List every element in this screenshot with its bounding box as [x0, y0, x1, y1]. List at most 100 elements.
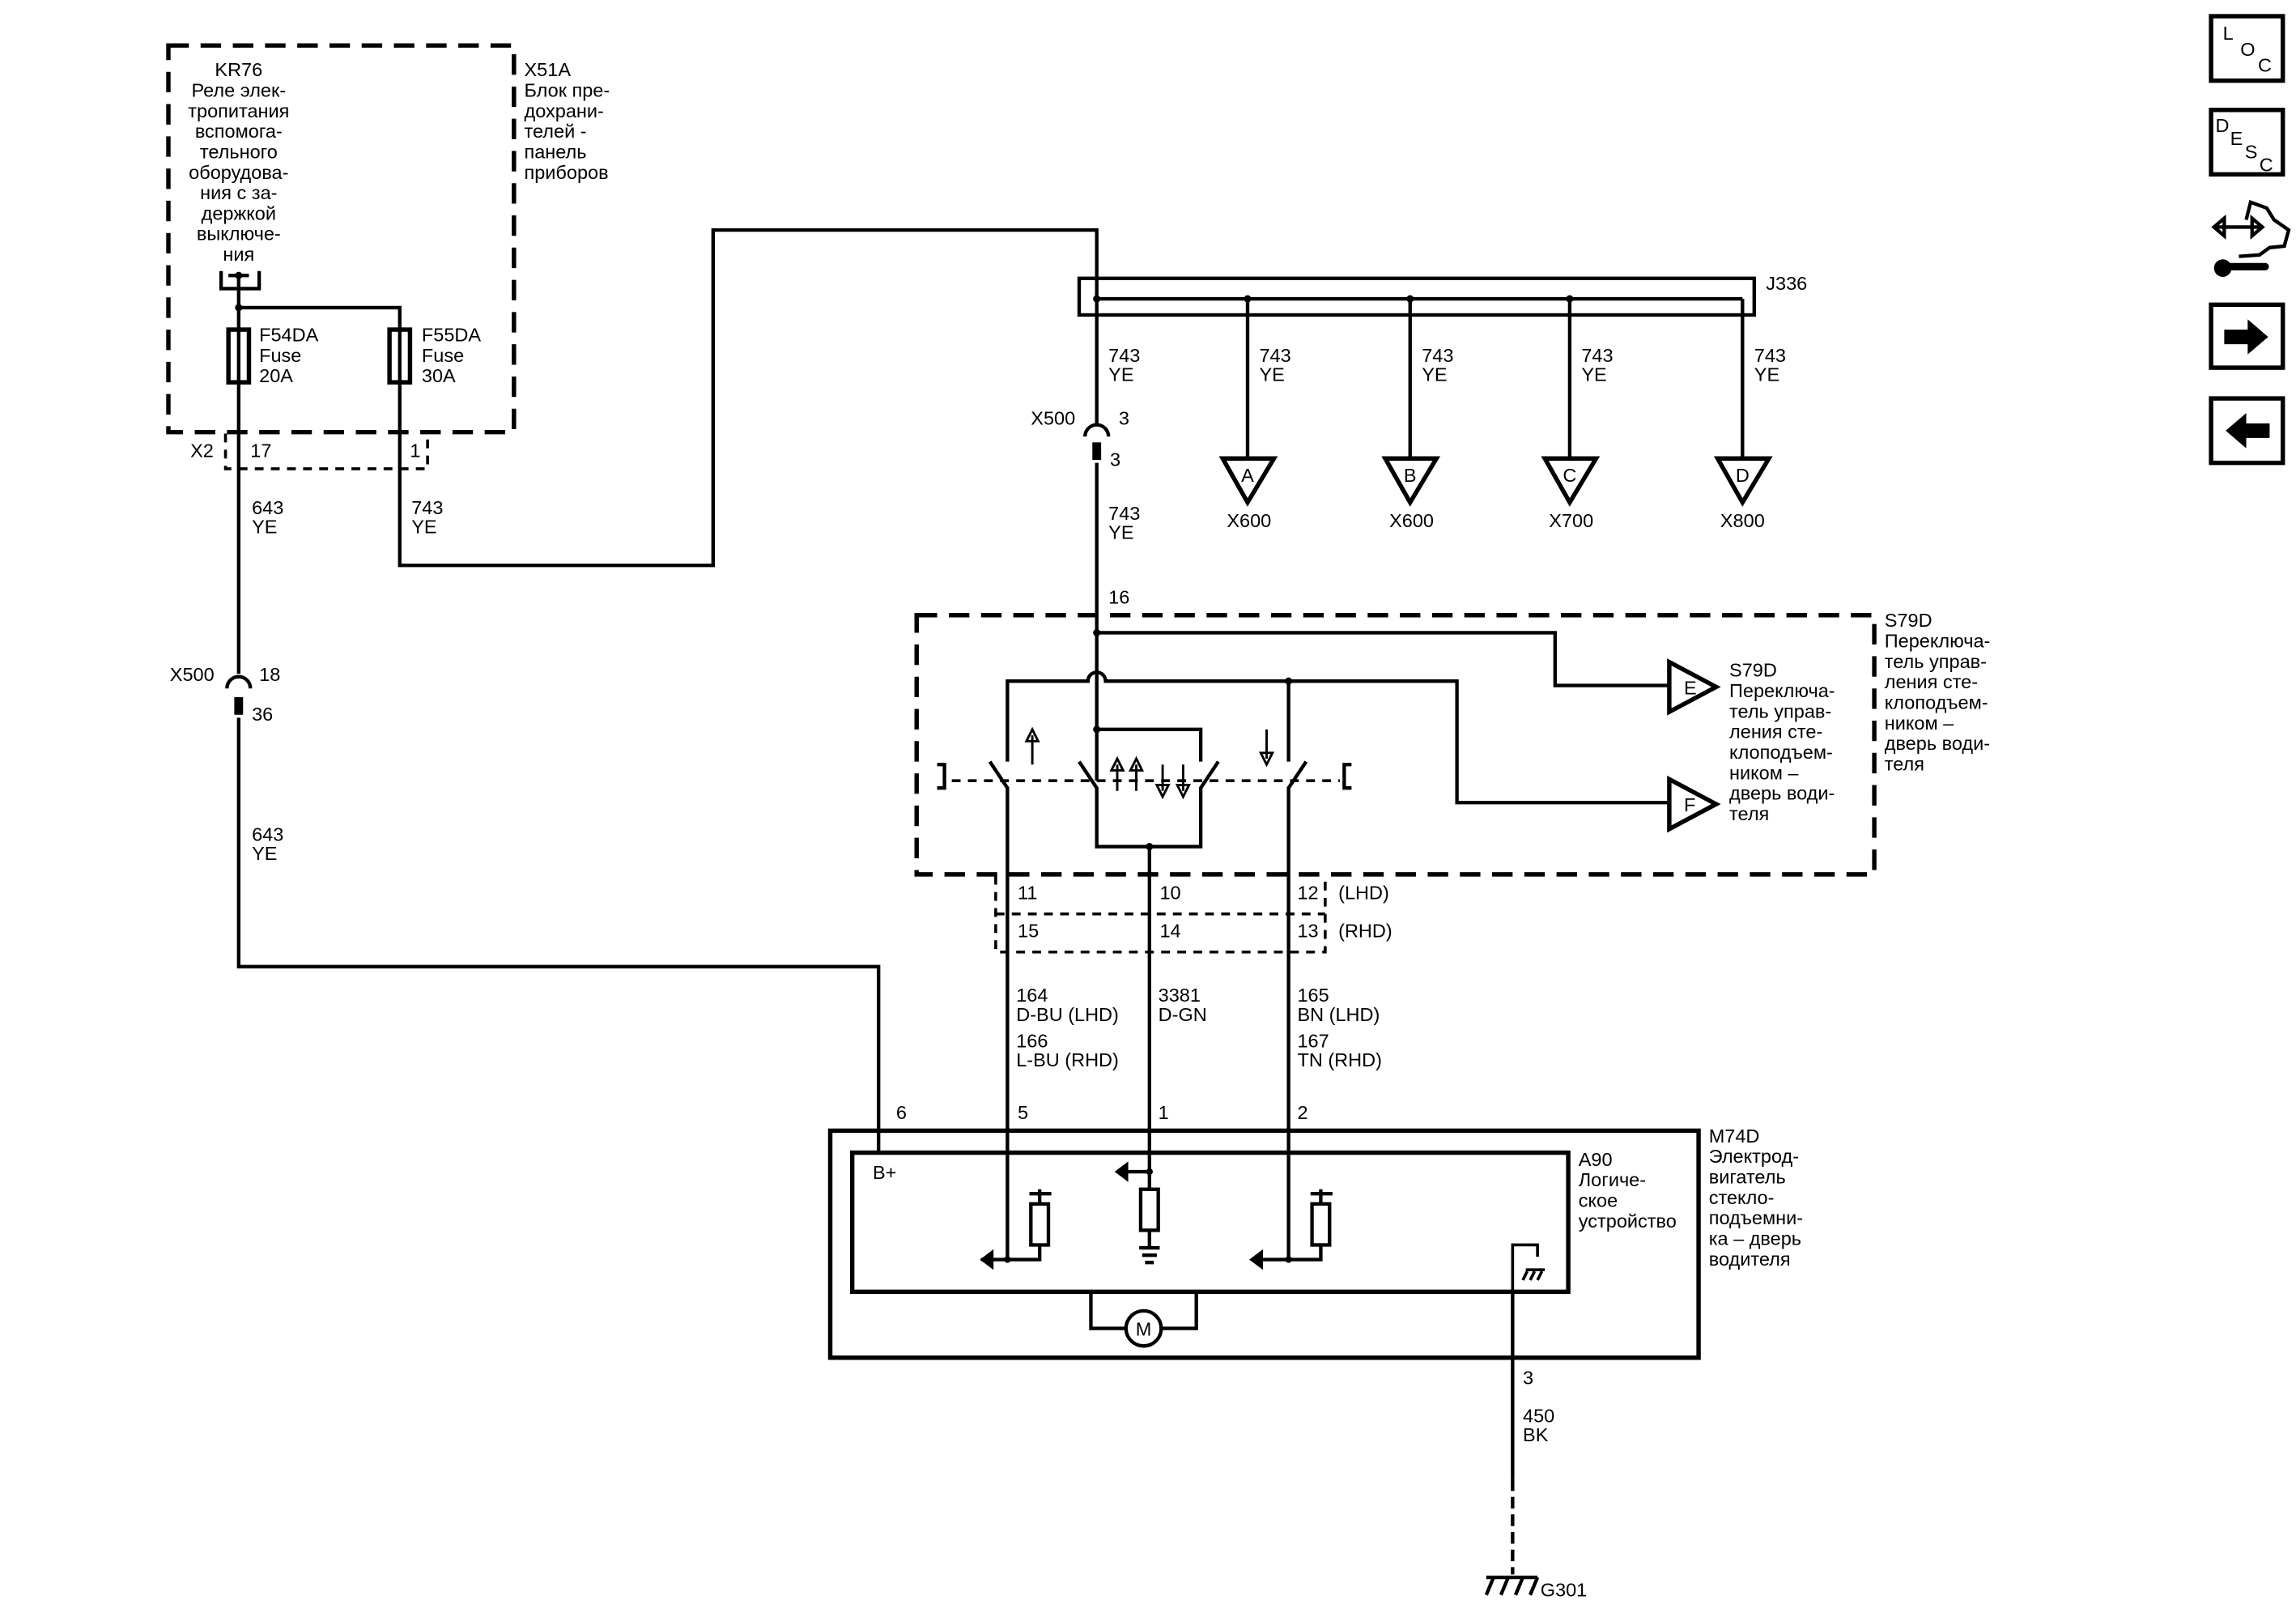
- reference-letter: A: [1241, 465, 1254, 486]
- pin-label: 15: [1018, 921, 1039, 942]
- wire-label: TN (RHD): [1297, 1049, 1381, 1070]
- loc-letter: O: [2240, 39, 2255, 60]
- s79d-desc: дверь води-: [1885, 733, 1990, 754]
- variant-label: (LHD): [1338, 883, 1389, 904]
- fuse-label: Fuse: [422, 345, 464, 366]
- pullup-resistor-icon: [1249, 1189, 1333, 1270]
- wire-label: YE: [1581, 364, 1606, 385]
- wire-label: 166: [1016, 1030, 1048, 1051]
- location-button[interactable]: L O C: [2209, 14, 2285, 83]
- s79d-desc: клоподъем-: [1885, 692, 1988, 713]
- reference-letter: F: [1684, 794, 1695, 815]
- connector-label: X500: [1031, 408, 1075, 429]
- a90-id: A90: [1579, 1149, 1613, 1170]
- a90-desc: ское: [1579, 1189, 1618, 1211]
- pin-label: 1: [410, 440, 420, 461]
- x51a-desc: приборов: [525, 162, 609, 183]
- x2-label: X2: [190, 440, 214, 461]
- ref-desc-line: ления сте-: [1729, 721, 1822, 743]
- hand-wrench-icon: [2211, 199, 2291, 277]
- s79d-desc: ником –: [1885, 713, 1954, 734]
- x51a-desc: панель: [525, 141, 587, 162]
- fuse-label: 30A: [422, 365, 456, 386]
- ref-desc-line: ником –: [1729, 762, 1799, 783]
- fuse-label: Fuse: [259, 345, 301, 366]
- x500-mid-connector: X500 3 3: [1031, 408, 1129, 470]
- x51a-fuse-block: X51A Блок пре- дохрани- телей - панель п…: [166, 43, 610, 435]
- s79d-desc: тель управ-: [1885, 651, 1987, 672]
- reference-letter: E: [1684, 677, 1697, 698]
- s79d-connector: 11 10 12 (LHD) 15 14 13 (RHD): [994, 875, 1392, 954]
- s79d-desc: Переключа-: [1885, 631, 1991, 652]
- kr76-desc: выключе-: [197, 223, 281, 245]
- ref-desc-line: S79D: [1729, 660, 1777, 681]
- wire-label: YE: [252, 516, 277, 537]
- pin-label: 6: [896, 1102, 907, 1123]
- kr76-id: KR76: [215, 59, 262, 80]
- motor-label: M: [1136, 1319, 1152, 1340]
- ground-label: G301: [1541, 1580, 1588, 1601]
- reference-e[interactable]: E: [1667, 658, 1721, 716]
- reference-triangle-icon: [1218, 456, 1278, 507]
- reference-letter: C: [1563, 465, 1576, 486]
- kr76-desc: держкой: [202, 202, 276, 223]
- junction-dot: [235, 304, 243, 312]
- variant-label: (RHD): [1338, 921, 1392, 942]
- arrow-left-icon: [2226, 413, 2270, 449]
- m74d-desc: подъемни-: [1709, 1207, 1803, 1228]
- desc-letter: E: [2230, 128, 2243, 149]
- s79d-desc: теля: [1885, 753, 1924, 774]
- kr76-desc: тропитания: [188, 100, 289, 121]
- wire-label: 743: [411, 497, 443, 518]
- desc-letter: C: [2260, 155, 2273, 176]
- x51a-desc: Блок пре-: [525, 79, 610, 100]
- s79d-window-switch: 16 S79D Переключа- тель управ- ления сте…: [914, 586, 1991, 877]
- wire-label: 167: [1297, 1030, 1329, 1051]
- a90-desc: Логиче-: [1579, 1169, 1646, 1190]
- pin-label: 3: [1523, 1367, 1533, 1388]
- bplus-label: B+: [873, 1162, 896, 1183]
- wire-743: [398, 228, 1099, 568]
- reference-c[interactable]: C X700: [1541, 456, 1601, 531]
- reference-triangle-icon: [1667, 775, 1721, 833]
- relay-output-wire: [236, 275, 402, 330]
- reference-connector: X800: [1720, 510, 1765, 531]
- pin-label: 13: [1297, 921, 1318, 942]
- previous-button[interactable]: [2209, 396, 2285, 466]
- reference-letter: B: [1404, 465, 1417, 486]
- connector-service-button[interactable]: [2211, 199, 2291, 277]
- pin-label: 1: [1159, 1102, 1169, 1123]
- wire-label: 164: [1016, 985, 1048, 1006]
- reference-b[interactable]: B X600: [1381, 456, 1441, 531]
- pin-label: 16: [1108, 586, 1129, 607]
- x2-connector: X2 17 1: [190, 433, 429, 470]
- kr76-desc: тельного: [200, 141, 278, 162]
- ref-desc-line: Переключа-: [1729, 680, 1835, 701]
- loc-letter: C: [2258, 55, 2272, 76]
- wire-label: 743: [1754, 345, 1786, 366]
- reference-f[interactable]: F: [1667, 775, 1721, 833]
- desc-letter: S: [2245, 141, 2258, 162]
- reference-d[interactable]: D X800: [1713, 456, 1773, 531]
- reference-connector: X600: [1389, 510, 1434, 531]
- fuse-label: F54DA: [259, 325, 318, 346]
- reference-a[interactable]: A X600: [1218, 456, 1278, 531]
- pulldown-resistor-icon: [1114, 1161, 1160, 1265]
- wire-label: YE: [1754, 364, 1779, 385]
- wire-label: 643: [252, 823, 283, 845]
- wire-label: D-GN: [1159, 1004, 1207, 1025]
- wire-label: YE: [252, 843, 277, 864]
- x51a-desc: дохрани-: [525, 100, 604, 121]
- description-button[interactable]: D E S C: [2209, 108, 2285, 177]
- reference-letter: D: [1736, 465, 1750, 486]
- j336-splice: J336 743 YE 743 YE 743 YE 743 YE 743 YE: [1077, 273, 1807, 459]
- pin-label: 36: [252, 704, 273, 725]
- wire-label: 743: [1108, 345, 1140, 366]
- next-button[interactable]: [2209, 302, 2285, 370]
- chassis-ground-icon: [1511, 1243, 1546, 1292]
- ground-g301-icon: G301: [1484, 1575, 1588, 1601]
- arrow-right-icon: [2224, 319, 2268, 355]
- wire-label: 743: [1259, 345, 1290, 366]
- reference-connector: X600: [1227, 510, 1271, 531]
